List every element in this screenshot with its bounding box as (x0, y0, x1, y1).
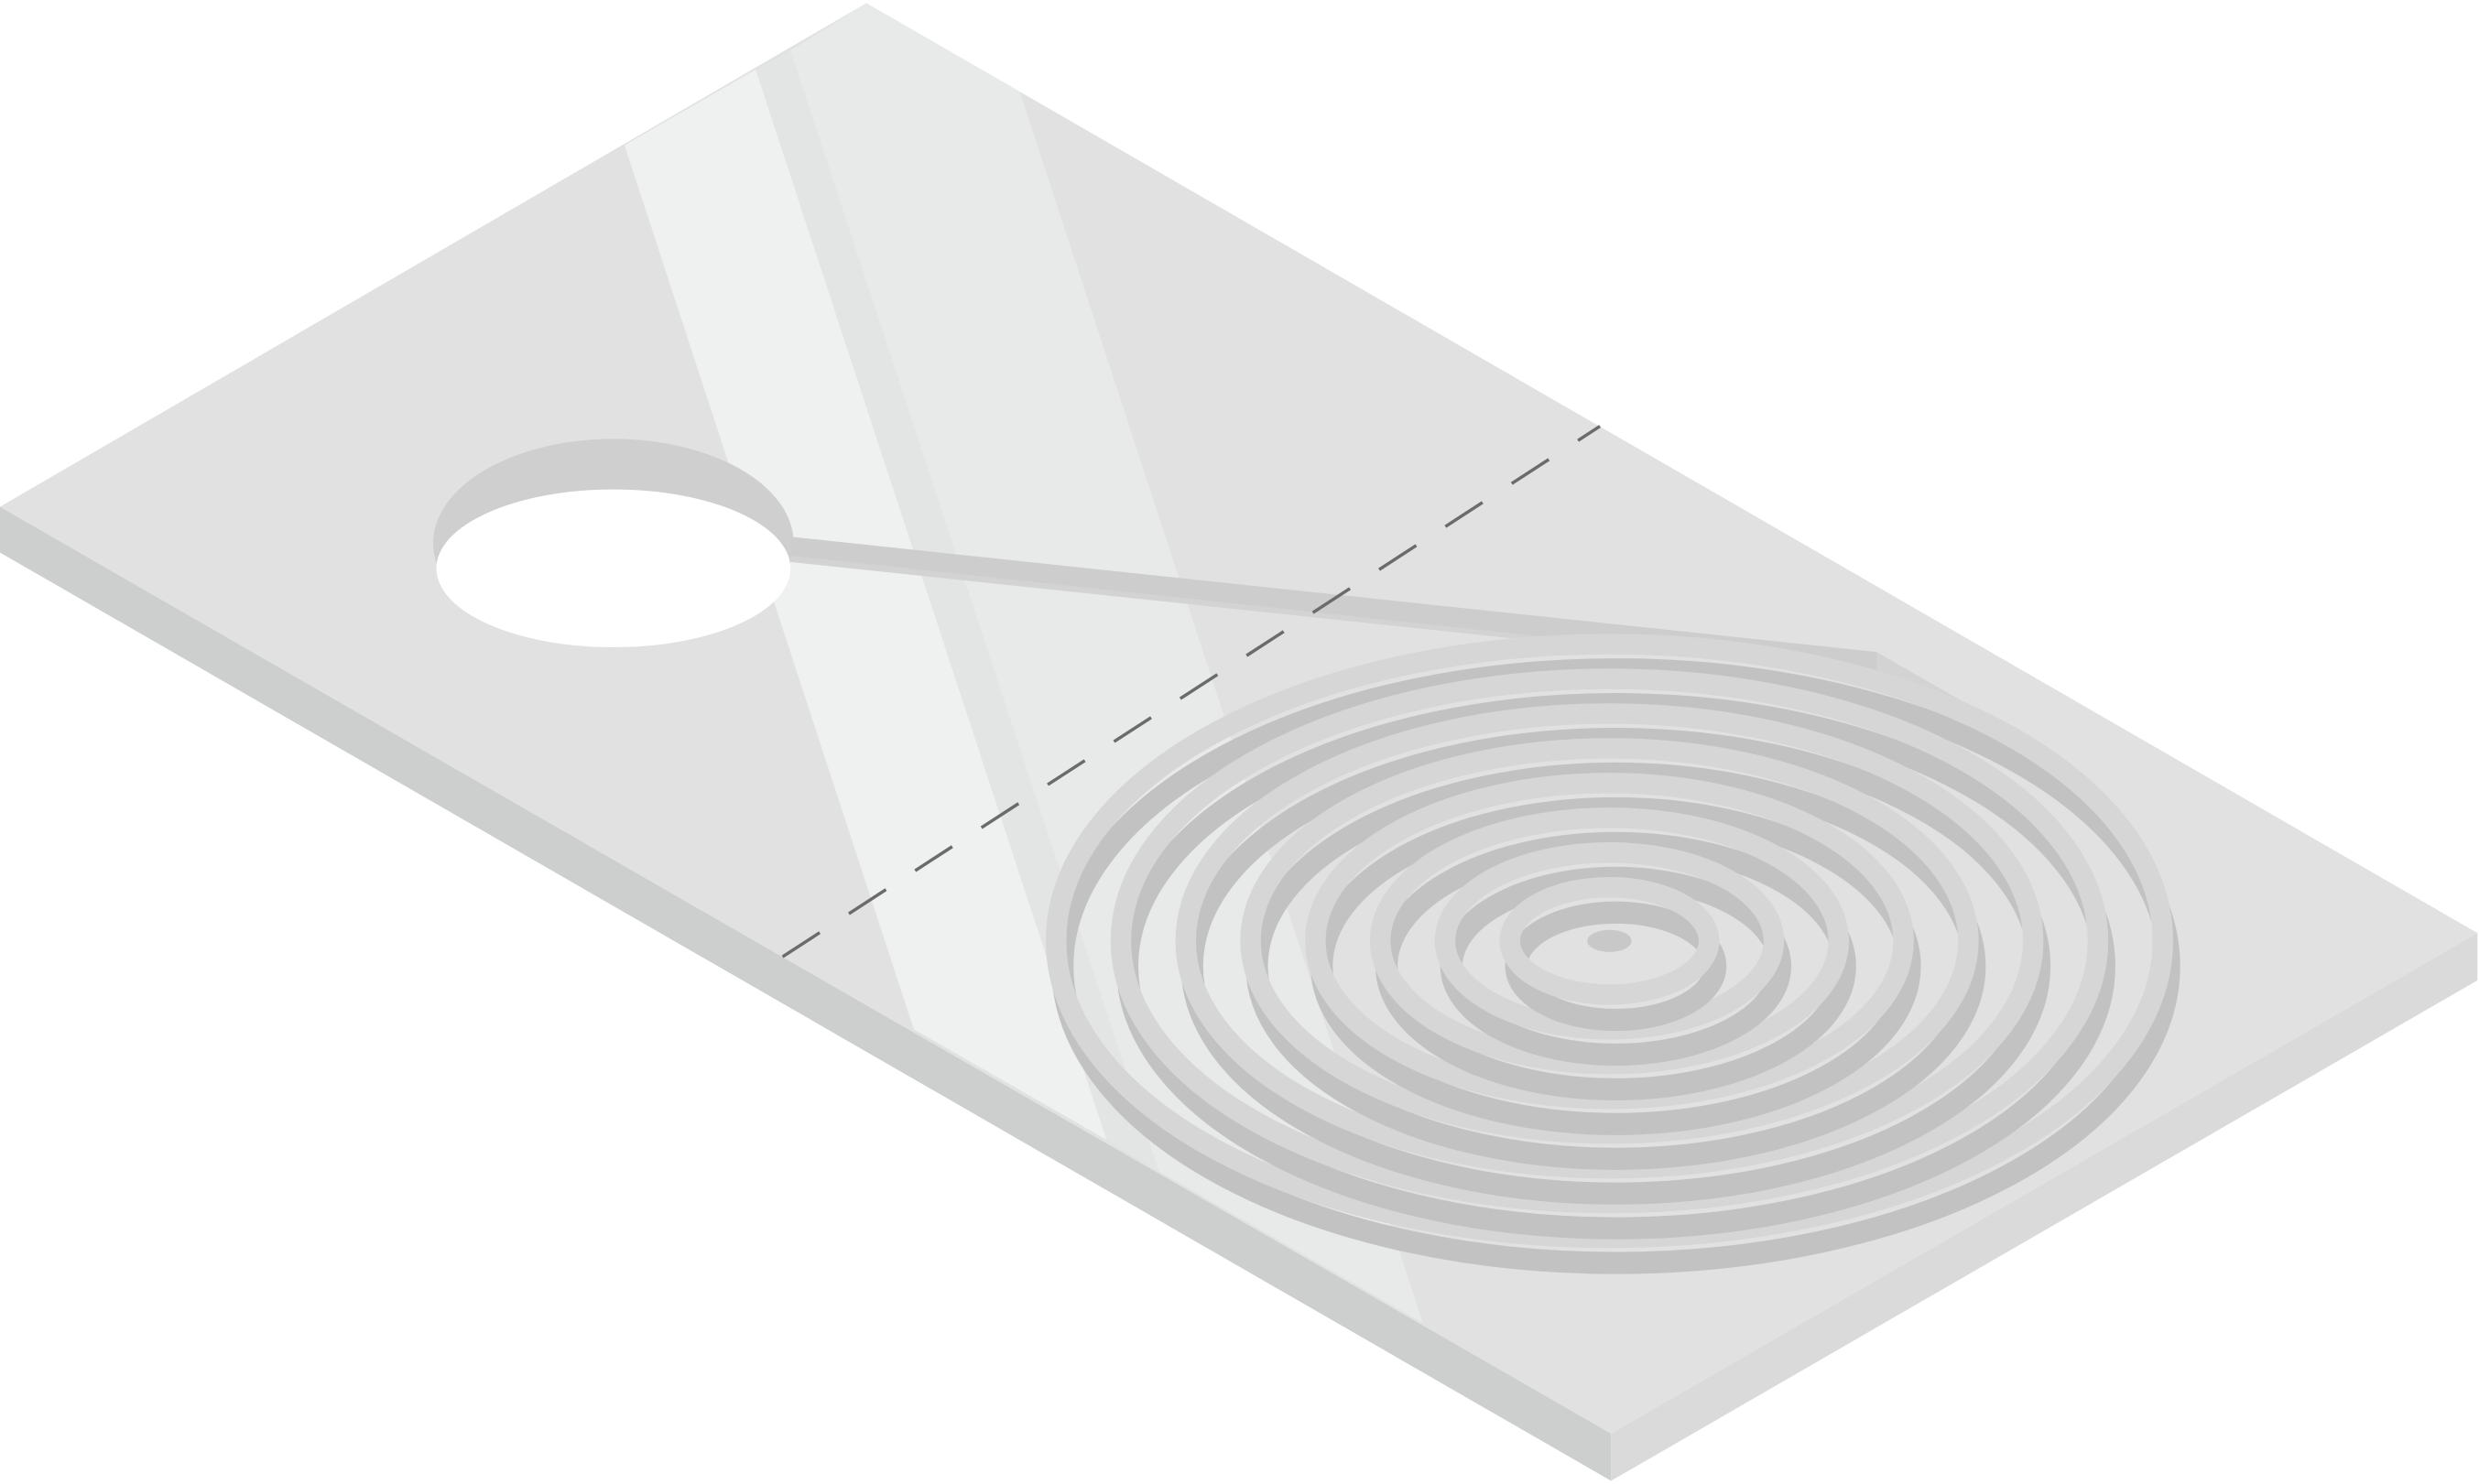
inlet-hole (433, 439, 794, 648)
glare-stripe-light (624, 69, 1107, 1141)
spiral-ring (1499, 876, 1720, 1005)
section-dashed-line (781, 425, 1602, 959)
plate-left-side (0, 506, 1612, 1481)
plate-right-side (1611, 933, 2478, 1481)
spiral-center (1587, 929, 1632, 952)
spiral-channel (1046, 634, 2180, 1274)
